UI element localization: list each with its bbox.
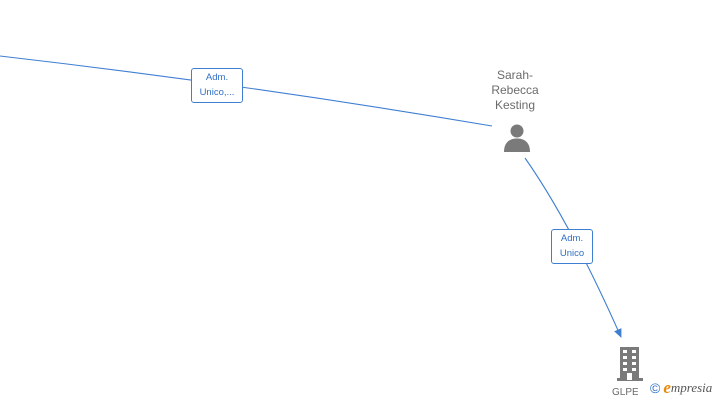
empresia-logo: ©empresia (650, 378, 728, 400)
company-name[interactable]: GLPE (612, 387, 638, 398)
person-name-line3: Kesting (494, 98, 536, 112)
edge-label-role-1-line2: Unico,... (199, 87, 235, 98)
person-name[interactable]: Sarah- Rebecca Kesting (478, 68, 552, 113)
edge-label-role-2-line1: Adm. (560, 233, 584, 244)
edge-label-role-1-line1: Adm. (205, 72, 229, 83)
person-name-line2: Rebecca (491, 83, 539, 97)
edge-label-role-2[interactable]: Adm. Unico (551, 229, 593, 264)
building-icon[interactable] (616, 346, 644, 382)
edge-offscreen-to-person[interactable] (0, 55, 493, 127)
brand-initial: e (663, 378, 671, 397)
person-name-line1: Sarah- (496, 68, 534, 82)
person-icon[interactable] (502, 122, 532, 152)
brand-wordmark: mpresia (670, 380, 713, 395)
edge-label-role-1[interactable]: Adm. Unico,... (191, 68, 243, 103)
copyright-symbol: © (650, 380, 661, 396)
edge-label-role-2-line2: Unico (559, 248, 585, 259)
